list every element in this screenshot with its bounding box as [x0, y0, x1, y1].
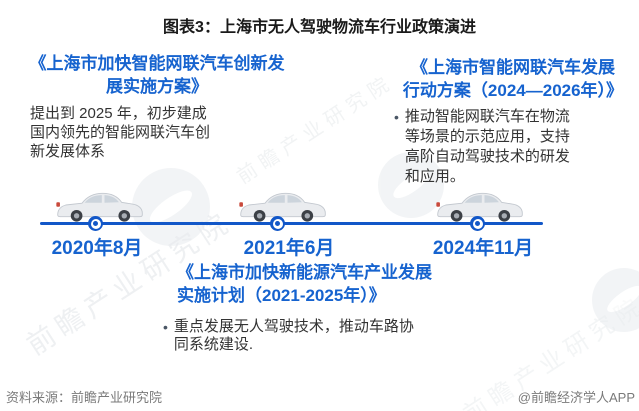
- policy-body: • 推动智能网联汽车在物流 等场景的示范应用，支持 高阶自动驾驶技术的研发 和应…: [394, 107, 638, 187]
- logo-watermark-icon: [592, 268, 639, 332]
- policy-body-line: 高阶自动驾驶技术的研发: [404, 148, 570, 165]
- bullet-icon: •: [394, 109, 399, 125]
- policy-title: 《上海市智能网联汽车发展 行动方案（2024—2026年）》: [388, 56, 638, 102]
- policy-title-line: 《上海市智能网联汽车发展: [411, 58, 615, 77]
- timeline-dot: [270, 216, 285, 231]
- timeline-line: [40, 222, 543, 225]
- policy-body-lines: 重点发展无人驾驶技术，推动车路协 同系统建设.: [174, 318, 414, 354]
- policy-block-nev-plan: 《上海市加快新能源汽车产业发展 实施计划（2021-2025年）》 • 重点发展…: [163, 261, 432, 354]
- policy-title: 《上海市加快智能网联汽车创新发 展实施方案》: [2, 52, 312, 98]
- logo-watermark-icon: [132, 168, 210, 246]
- policy-block-innovation-plan: 《上海市加快智能网联汽车创新发 展实施方案》 提出到 2025 年，初步建成 国…: [2, 52, 312, 161]
- car-icon: [239, 192, 326, 222]
- car-icon: [436, 192, 523, 222]
- policy-body-line: 同系统建设.: [173, 336, 254, 353]
- policy-title-line: 行动方案（2024—2026年）》: [402, 81, 624, 100]
- policy-body: • 重点发展无人驾驶技术，推动车路协 同系统建设.: [163, 318, 432, 354]
- policy-body-lines: 推动智能网联汽车在物流 等场景的示范应用，支持 高阶自动驾驶技术的研发 和应用。: [405, 107, 570, 187]
- policy-title: 《上海市加快新能源汽车产业发展 实施计划（2021-2025年）》: [177, 261, 432, 307]
- policy-title-line: 实施计划（2021-2025年）》: [177, 286, 386, 305]
- policy-body-line: 等场景的示范应用，支持: [404, 128, 570, 145]
- source-text: 资料来源：前瞻产业研究院: [6, 390, 163, 405]
- page-title: 图表3：上海市无人驾驶物流车行业政策演进: [163, 19, 476, 36]
- policy-body-line: 推动智能网联汽车在物流: [404, 108, 570, 125]
- logo-watermark-icon: [378, 152, 444, 218]
- policy-body-line: 新发展体系: [30, 143, 106, 160]
- bullet-icon: •: [163, 319, 168, 335]
- policy-body-line: 提出到 2025 年，初步建成: [30, 105, 207, 122]
- timeline-date: 2020年8月: [51, 238, 143, 259]
- policy-title-line: 展实施方案》: [106, 77, 208, 96]
- timeline-dot: [470, 216, 485, 231]
- credit-text: @前瞻经济学人APP: [517, 390, 635, 405]
- timeline-date: 2024年11月: [432, 238, 534, 259]
- policy-body-line: 和应用。: [404, 168, 465, 185]
- policy-block-action-plan: 《上海市智能网联汽车发展 行动方案（2024—2026年）》 • 推动智能网联汽…: [388, 56, 638, 187]
- policy-body-line: 重点发展无人驾驶技术，推动车路协: [173, 318, 414, 335]
- policy-body-line: 国内领先的智能网联汽车创: [30, 124, 211, 141]
- car-icon: [56, 192, 143, 222]
- policy-title-line: 《上海市加快智能网联汽车创新发: [29, 54, 285, 73]
- timeline-dot: [88, 216, 103, 231]
- timeline-date: 2021年6月: [243, 238, 335, 259]
- policy-body: 提出到 2025 年，初步建成 国内领先的智能网联汽车创 新发展体系: [30, 104, 312, 161]
- policy-title-line: 《上海市加快新能源汽车产业发展: [177, 263, 432, 282]
